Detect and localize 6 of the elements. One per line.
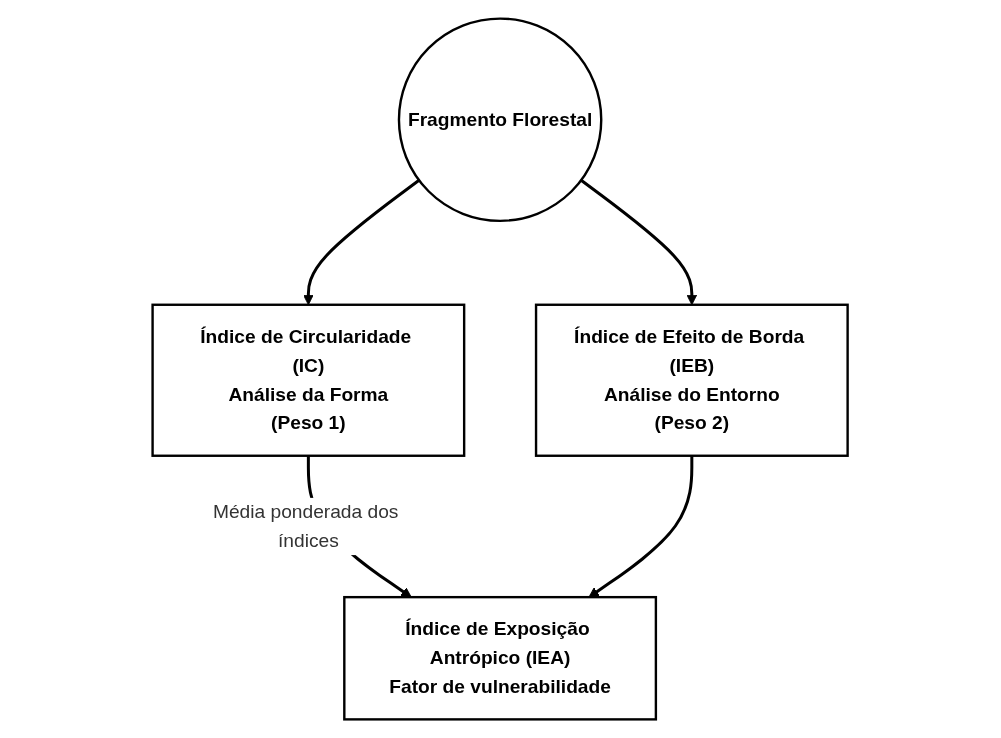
node-box: Índice de Exposição Antrópico (IEA) Fator de vulnerabilidade — [343, 595, 658, 721]
edge-label: Média ponderada dos índices — [213, 501, 399, 551]
node-box: Índice de Circularidade (IC) Análise da Forma (Peso 1) — [151, 303, 466, 457]
arrow — [588, 455, 694, 598]
node-box: Índice de Efeito de Borda (IEB) Análise do Entorno (Peso 2) — [535, 303, 850, 457]
node-circle: Fragmento Florestal — [398, 17, 603, 223]
